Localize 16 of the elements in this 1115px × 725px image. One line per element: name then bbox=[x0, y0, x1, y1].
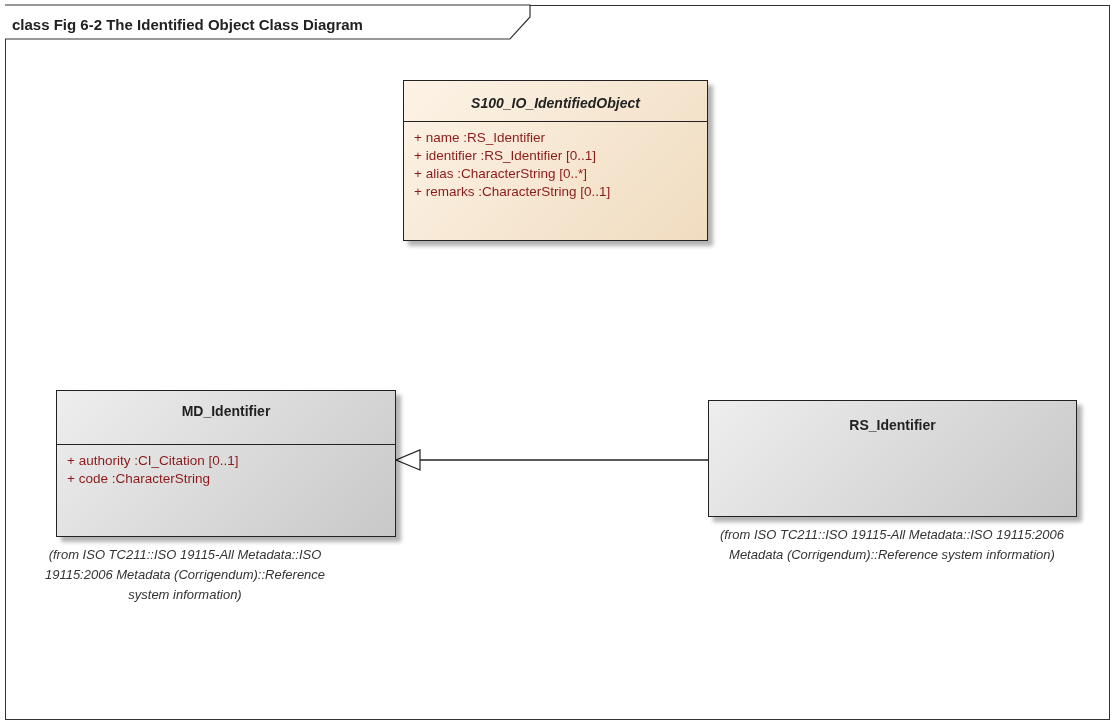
class-attribute: + alias :CharacterString [0..*] bbox=[414, 165, 587, 183]
abstract-class-box bbox=[403, 80, 708, 241]
package-note: (from ISO TC211::ISO 19115-All Metadata::ISO 19115:2006 Metadata (Corrigendum)::Reference system information) bbox=[719, 526, 1065, 564]
class-name: MD_Identifier bbox=[180, 402, 272, 419]
class-attribute: + authority :CI_Citation [0..1] bbox=[67, 452, 239, 470]
class-attribute: + code :CharacterString bbox=[67, 470, 210, 488]
class-name: RS_Identifier bbox=[848, 416, 937, 433]
class-attribute: + remarks :CharacterString [0..1] bbox=[414, 183, 611, 201]
class-attribute: + identifier :RS_Identifier [0..1] bbox=[414, 147, 596, 165]
class-attribute: + name :RS_Identifier bbox=[414, 129, 545, 147]
class-name: S100_IO_IdentifiedObject bbox=[470, 94, 642, 111]
class-box bbox=[708, 400, 1077, 517]
generalization-arrow bbox=[395, 449, 709, 471]
package-note: (from ISO TC211::ISO 19115-All Metadata::ISO 19115:2006 Metadata (Corrigendum)::Reference system information) bbox=[43, 546, 327, 604]
frame-title: class Fig 6-2 The Identified Object Class Diagram bbox=[12, 16, 363, 33]
class-box bbox=[56, 390, 396, 537]
